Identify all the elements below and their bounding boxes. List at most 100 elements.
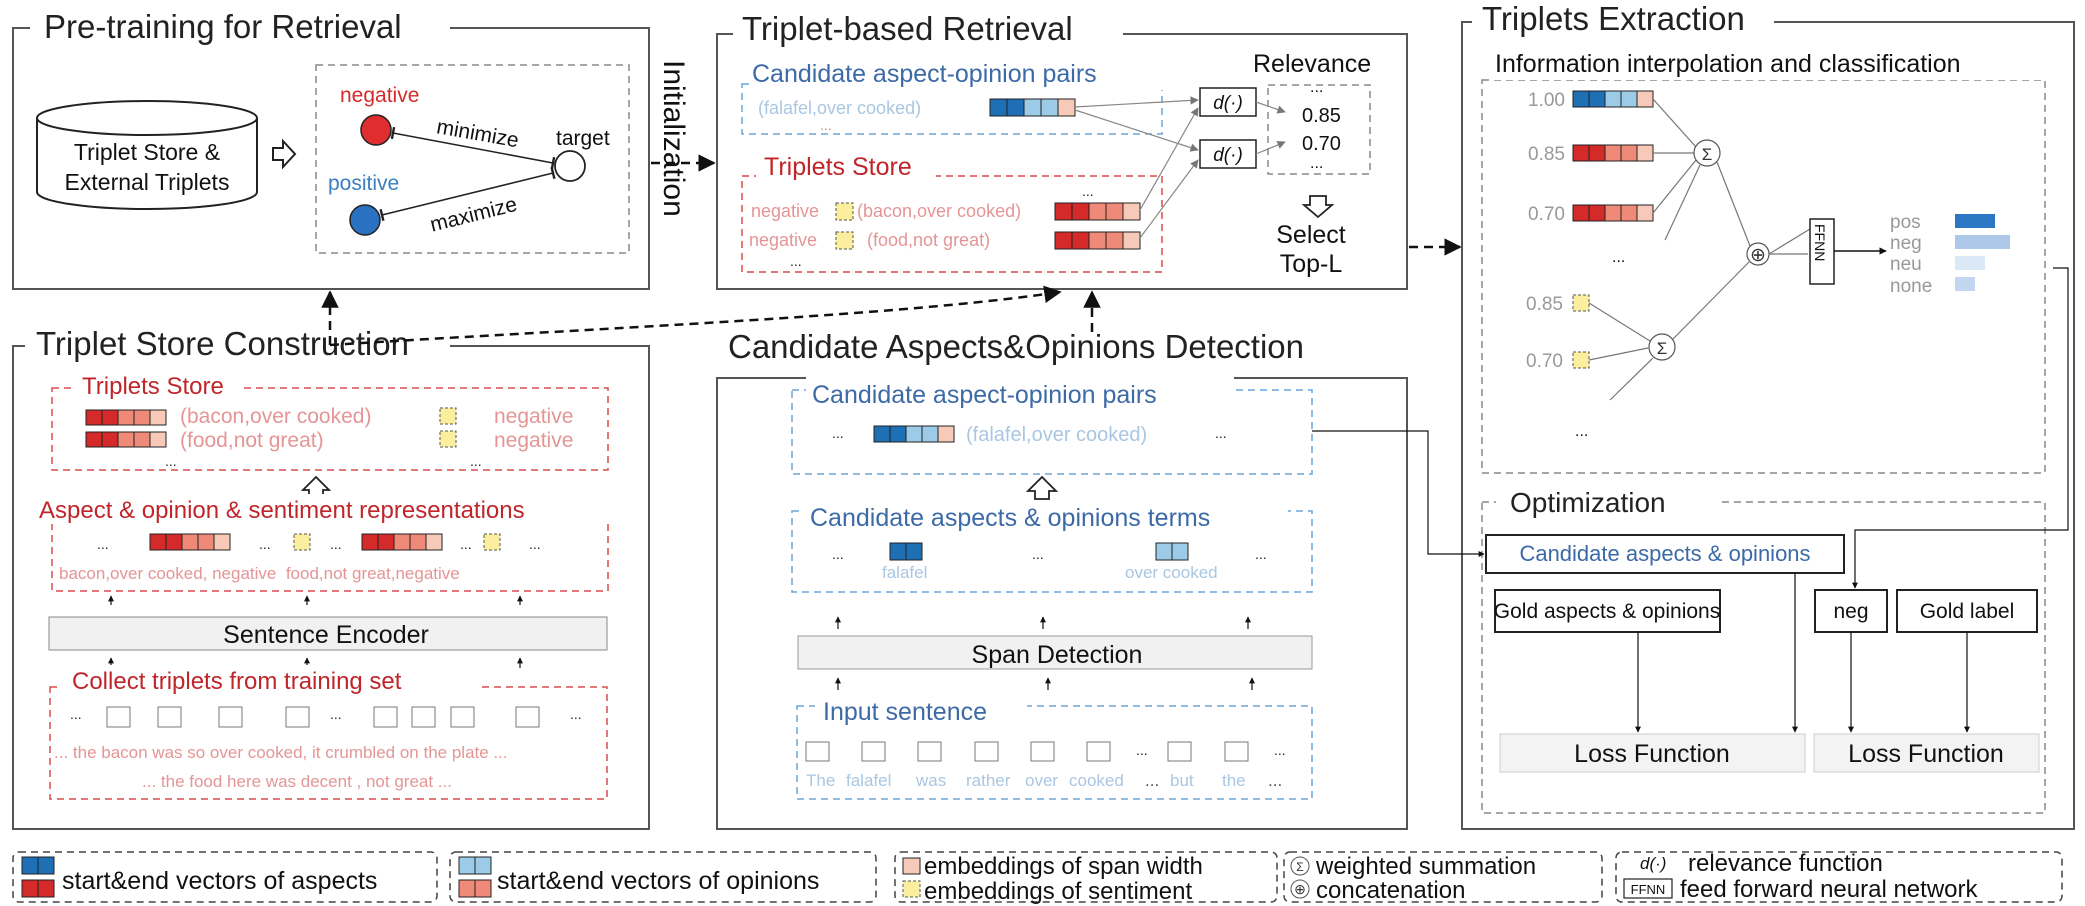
token-box xyxy=(1224,741,1249,762)
construction-to-retrieval-arrow xyxy=(329,285,1062,347)
retrieval-store-title: Triplets Store xyxy=(764,153,912,181)
collect-box: Collect triplets from training set ... .… xyxy=(49,665,608,800)
token-ellipsis: ... xyxy=(1136,742,1148,758)
retrieval-pair-ellipsis: ... xyxy=(820,117,832,133)
token-box xyxy=(373,706,398,728)
legend-relevance-text: relevance function xyxy=(1688,850,1883,877)
rep-ellipsis-4: ... xyxy=(460,536,472,552)
panel-triplet-retrieval: Triplet-based Retrieval xyxy=(716,10,1408,290)
rep-ellipsis-2: ... xyxy=(259,536,271,552)
optimization-title: Optimization xyxy=(1510,487,1666,518)
construction-row2-vector xyxy=(85,431,167,448)
training-sentence-2: ... the food here was decent , not great… xyxy=(142,772,452,791)
retrieval-row1-vector xyxy=(1054,202,1141,221)
token-box xyxy=(411,706,436,728)
ffnn-label: FFNN xyxy=(1812,224,1828,261)
interpolation-box: Information interpolation and classifica… xyxy=(1481,46,2050,474)
legend-span-text: embeddings of span width xyxy=(924,853,1203,880)
sentiment-embedding xyxy=(1572,351,1590,369)
detection-title: Candidate Aspects&Opinions Detection xyxy=(728,328,1304,365)
class-none: none xyxy=(1890,276,1932,297)
gold-label: Gold label xyxy=(1920,600,2015,623)
token-ellipsis-1: ... xyxy=(70,706,82,722)
retrieval-pair-example: (falafel,over cooked) xyxy=(758,98,921,118)
span-detection-label: Span Detection xyxy=(972,641,1143,669)
pretraining-title: Pre-training for Retrieval xyxy=(44,8,402,45)
relevance-score-2: 0.70 xyxy=(1302,133,1341,155)
token-box xyxy=(805,741,830,762)
word-10: ... xyxy=(1268,771,1282,790)
retrieval-row1-sent: negative xyxy=(751,201,819,221)
relevance-function-label: d(·) xyxy=(1213,145,1243,166)
ffnn-block xyxy=(1809,218,1835,285)
sentiment-ellipsis: ... xyxy=(1575,423,1588,440)
word-6: cooked xyxy=(1069,771,1124,790)
panel-detection: Candidate Aspects&Opinions Detection xyxy=(716,328,1408,830)
legend-aspects: start&end vectors of aspects xyxy=(12,851,438,903)
legend-concat-text: concatenation xyxy=(1316,877,1465,904)
retrieval-query-vector xyxy=(989,98,1076,117)
input-sentence-box: Input sentence ... ... The falafel was r… xyxy=(796,694,1313,800)
opinion-vector xyxy=(1171,542,1189,561)
detection-pairs-title: Candidate aspect-opinion pairs xyxy=(812,381,1157,409)
sigma-icon: Σ xyxy=(1657,339,1668,358)
opinion-vector xyxy=(1155,542,1173,561)
optimization-box: Optimization Candidate aspects & opinion… xyxy=(1481,486,2046,814)
rep-labels: bacon,over cooked, negative food,not gre… xyxy=(59,564,460,583)
negative-label: negative xyxy=(340,84,419,107)
token-box xyxy=(1167,741,1192,762)
loss-label-2: Loss Function xyxy=(1848,740,2004,768)
legend: start&end vectors of aspects start&end v… xyxy=(12,850,2063,905)
sigma-icon: Σ xyxy=(1702,145,1713,164)
gold-aspects-box xyxy=(1494,589,1721,633)
interpolation-title: Information interpolation and classifica… xyxy=(1495,50,1961,78)
candidate-label: Candidate aspects & opinions xyxy=(1519,541,1810,566)
negative-node xyxy=(360,114,392,146)
token-box xyxy=(1030,741,1055,762)
aspect-vector xyxy=(889,542,907,561)
relevance-scores: Relevance ... 0.85 0.70 ... xyxy=(1250,50,1400,175)
legend-ffnn-text: feed forward neural network xyxy=(1680,876,1978,903)
word-7: ... xyxy=(1145,771,1159,790)
neg-label: neg xyxy=(1833,600,1868,623)
retrieved-vector-red-2 xyxy=(1572,204,1654,222)
detection-pair-example: (falafel,over cooked) xyxy=(966,424,1147,446)
sentiment-embedding xyxy=(439,407,457,425)
triplet-store-cylinder: Triplet Store & External Triplets xyxy=(36,100,258,210)
span-detection-box xyxy=(797,635,1313,670)
sigma-icon: Σ xyxy=(1296,860,1303,874)
store-line1: Triplet Store & xyxy=(74,139,220,165)
token-ellipsis-3: ... xyxy=(570,706,582,722)
up-hollow-arrow-icon xyxy=(1025,475,1059,500)
terms-ellipsis-2: ... xyxy=(1032,546,1044,562)
detection-pairs-box: Candidate aspect-opinion pairs ... (fala… xyxy=(791,377,1313,475)
retrieval-store-box: Triplets Store ... negative (bacon,over … xyxy=(741,150,1163,273)
token-box xyxy=(285,706,310,728)
relevance-ellipsis-top: ... xyxy=(1310,79,1323,96)
target-label: target xyxy=(556,127,610,150)
contrastive-box: negative positive target minimize maximi… xyxy=(315,64,630,254)
retrieval-row2-pair: (food,not great) xyxy=(867,230,990,250)
construction-row2-pair: (food,not great) xyxy=(180,429,324,452)
store-line2: External Triplets xyxy=(65,169,230,195)
concat-icon: ⊕ xyxy=(1294,881,1306,897)
word-8: but xyxy=(1170,771,1194,790)
retrieval-row2-vector xyxy=(1054,231,1141,250)
relevance-function-2 xyxy=(1199,139,1257,169)
prob-bar-neu xyxy=(1955,256,1985,270)
construction-row1-pair: (bacon,over cooked) xyxy=(180,405,371,428)
class-neu: neu xyxy=(1890,254,1922,275)
weighted-sum-node-1 xyxy=(1693,139,1721,167)
token-box xyxy=(157,706,182,728)
loss-function-1 xyxy=(1499,733,1806,773)
sentiment-embedding xyxy=(835,231,854,250)
panel-store-construction: Triplet Store Construction xyxy=(12,325,650,830)
pairs-ellipsis-1: ... xyxy=(832,425,844,441)
relevance-function-1 xyxy=(1199,87,1257,117)
legend-sentiment-text: embeddings of sentiment xyxy=(924,878,1192,905)
initialization-label: Initialization xyxy=(657,60,690,217)
classifier-to-neg-arrow xyxy=(1852,267,2069,589)
token-ellipsis-2: ... xyxy=(330,706,342,722)
terms-ellipsis-3: ... xyxy=(1255,546,1267,562)
retrieval-row1-pair: (bacon,over cooked) xyxy=(857,201,1021,221)
